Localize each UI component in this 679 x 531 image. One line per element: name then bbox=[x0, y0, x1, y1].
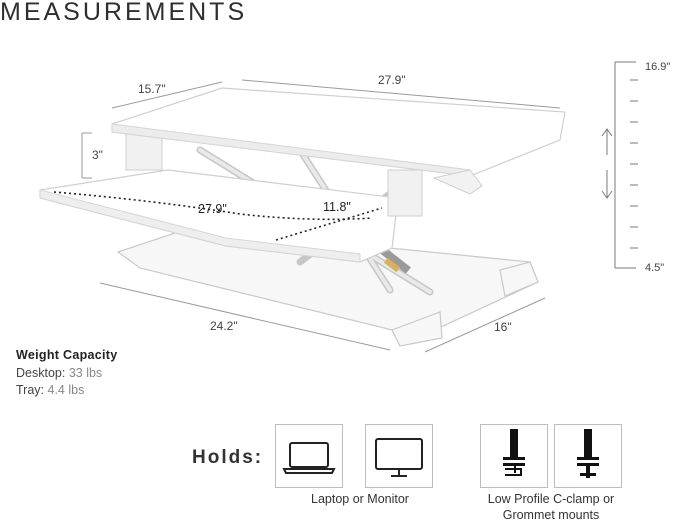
holds-label: Holds: bbox=[192, 447, 264, 468]
base-depth-label: 16" bbox=[494, 320, 512, 334]
tray-capacity: Tray: 4.4 lbs bbox=[16, 383, 84, 397]
grommet-icon-box bbox=[554, 424, 622, 488]
desktop-capacity-label: Desktop: bbox=[16, 366, 66, 380]
c-clamp-icon-box bbox=[480, 424, 548, 488]
top-width-label: 27.9" bbox=[378, 73, 406, 87]
desktop-capacity: Desktop: 33 lbs bbox=[16, 366, 102, 380]
laptop-icon-box bbox=[275, 424, 343, 488]
page-title: MEASUREMENTS bbox=[0, 0, 248, 26]
desktop-capacity-value: 33 lbs bbox=[68, 366, 103, 380]
monitor-icon-box bbox=[365, 424, 433, 488]
tray-width-label: 27.9" bbox=[198, 202, 227, 216]
base-width-label: 24.2" bbox=[210, 319, 238, 333]
mounts-caption-line1: Low Profile C-clamp or bbox=[487, 492, 615, 506]
tray-depth-label: 11.8" bbox=[323, 200, 351, 214]
weight-capacity-title: Weight Capacity bbox=[16, 348, 118, 362]
monitor-icon bbox=[375, 438, 423, 477]
max-height-label: 16.9" bbox=[645, 61, 671, 73]
laptop-icon bbox=[282, 442, 336, 474]
tray-capacity-label: Tray: bbox=[16, 383, 45, 397]
c-clamp-icon bbox=[503, 429, 525, 476]
min-height-label: 4.5" bbox=[645, 262, 665, 274]
tray-capacity-value: 4.4 lbs bbox=[47, 383, 85, 397]
riser-gap-label: 3" bbox=[92, 148, 103, 162]
top-depth-label: 15.7" bbox=[138, 82, 166, 96]
grommet-icon bbox=[577, 429, 599, 478]
mounts-caption-line2: Grommet mounts bbox=[502, 508, 600, 522]
devices-caption: Laptop or Monitor bbox=[311, 492, 409, 506]
